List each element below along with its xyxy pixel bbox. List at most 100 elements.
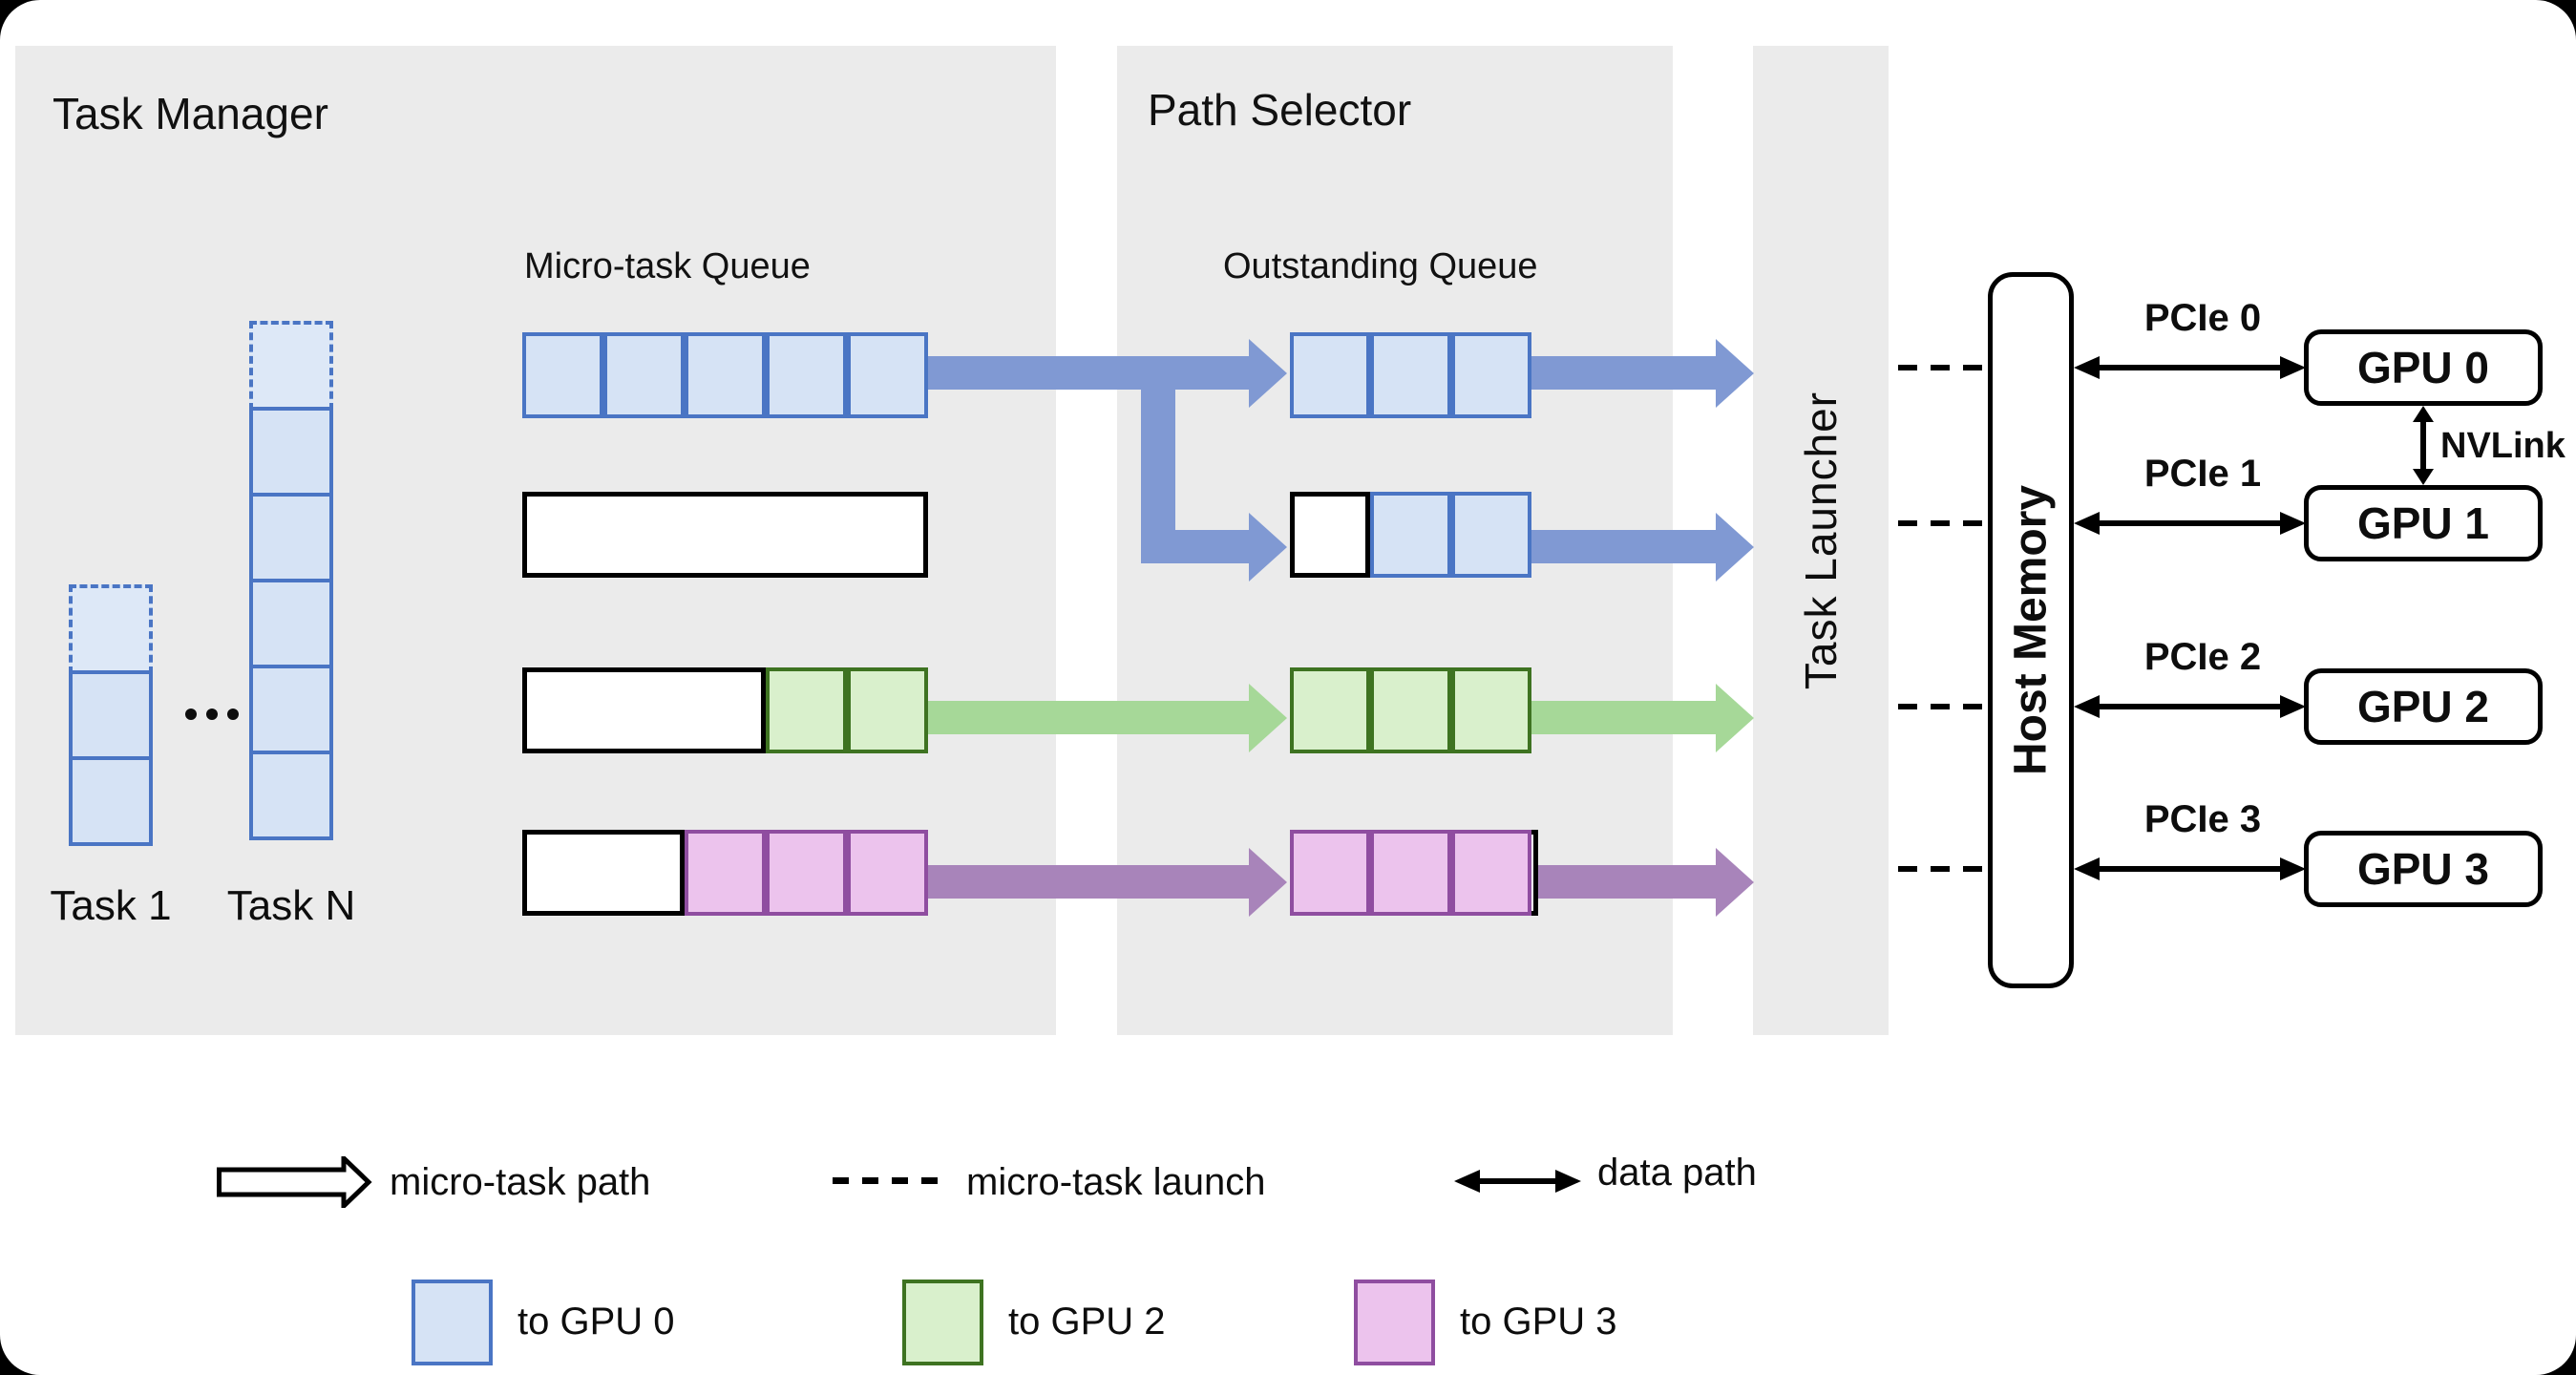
micro-task-cell-green [1370,667,1451,753]
micro-task-cell-blue [249,579,333,668]
task-launcher-label: Task Launcher [1796,391,1846,690]
empty-queue-slot [1290,492,1371,578]
gpu-2-box: GPU 2 [2304,668,2543,745]
pcie-1-arrowhead-right [2280,512,2306,535]
gpu-3-box: GPU 3 [2304,831,2543,907]
pcie-0-arrowhead-right [2280,356,2306,379]
micro-task-cell-blue [603,332,685,418]
micro-task-cell-pink [1370,830,1451,916]
micro-task-queue-row-2 [522,492,928,578]
micro-task-cell-blue [1450,332,1531,418]
micro-task-queue-label: Micro-task Queue [524,246,811,286]
launch-arrow-row4-band [1531,865,1716,899]
legend-green-square [902,1280,983,1365]
launch-arrow-row2-band [1531,530,1716,563]
micro-task-cell-blue [766,332,847,418]
micro-task-path-arrow-row4-head [1249,848,1287,917]
micro-task-cell-blue [249,493,333,582]
micro-task-cell-blue [249,407,333,497]
empty-queue-slot [522,667,766,753]
pending-micro-task-cell [69,584,153,674]
nvlink-label: NVLink [2440,426,2565,466]
outstanding-queue-row-1 [1290,332,1531,418]
launch-arrow-row3-band [1531,701,1716,734]
outstanding-queue-label: Outstanding Queue [1223,246,1538,286]
micro-task-queue-row-3 [522,667,928,753]
launch-dash-row3 [1898,704,1984,709]
task-1-label: Task 1 [50,882,172,929]
outstanding-queue-row-3 [1290,667,1531,753]
launch-arrow-row2-head [1716,513,1754,582]
micro-task-path-arrow-row1-band [928,356,1249,390]
pcie-0-label: PCIe 0 [2143,297,2262,339]
pcie-3-arrowhead-left [2074,857,2100,880]
micro-task-cell-blue [249,665,333,754]
outstanding-queue-row-4 [1290,830,1538,916]
micro-task-cell-blue [847,332,928,418]
legend-micro-task-launch-label: micro-task launch [966,1161,1266,1203]
launch-arrow-row1-head [1716,339,1754,408]
micro-task-cell-blue [1450,492,1531,578]
legend-blue-square [412,1280,493,1365]
micro-task-path-arrow-icon [217,1156,372,1208]
task-manager-title: Task Manager [53,89,328,138]
micro-task-launch-dash-icon [833,1177,949,1184]
micro-task-path-arrow-row3-head [1249,684,1287,752]
task-n-label: Task N [226,882,356,929]
data-path-line [1475,1178,1557,1184]
micro-task-cell-blue [1370,492,1451,578]
nvlink-line [2420,421,2426,471]
launch-arrow-row1-band [1531,356,1716,390]
pcie-2-arrowhead-left [2074,695,2100,718]
legend-to-gpu0-label: to GPU 0 [517,1301,675,1343]
launch-arrow-row3-head [1716,684,1754,752]
nvlink-arrowhead-bottom [2413,469,2434,485]
legend-micro-task-path-label: micro-task path [390,1161,651,1203]
legend-pink-square [1354,1280,1435,1365]
pcie-1-line [2099,520,2283,526]
pcie-3-line [2099,866,2283,872]
legend-to-gpu2-label: to GPU 2 [1008,1301,1166,1343]
micro-task-cell-pink [847,830,928,916]
pcie-1-arrowhead-left [2074,512,2100,535]
micro-task-cell-pink [766,830,847,916]
host-memory-label: Host Memory [2005,484,2057,776]
pcie-0-line [2099,365,2283,370]
micro-task-cell-blue [522,332,603,418]
legend-to-gpu3-label: to GPU 3 [1460,1301,1617,1343]
micro-task-cell-pink [1450,830,1531,916]
tasks-ellipsis-icon [185,709,239,720]
micro-task-queue-row-4 [522,830,928,916]
pcie-3-label: PCIe 3 [2143,798,2262,840]
task-1-column [69,584,153,846]
host-memory-box [1988,272,2074,988]
launch-dash-row4 [1898,866,1984,872]
gpu-0-box: GPU 0 [2304,329,2543,406]
empty-queue-slot [522,492,928,578]
pending-micro-task-cell [249,321,333,411]
legend-data-path-label: data path [1597,1152,1757,1194]
data-path-arrowhead-right [1555,1170,1581,1193]
launch-dash-row2 [1898,520,1984,526]
gpu-1-box: GPU 1 [2304,485,2543,561]
micro-task-cell-pink [685,830,766,916]
micro-task-cell-green [766,667,847,753]
pcie-3-arrowhead-right [2280,857,2306,880]
micro-task-cell-blue [249,751,333,840]
micro-task-cell-green [1450,667,1531,753]
empty-queue-slot [522,830,685,916]
micro-task-cell-blue [1290,332,1371,418]
task-n-column [249,321,333,840]
micro-task-cell-blue [69,756,153,846]
micro-task-cell-blue [685,332,766,418]
pcie-2-arrowhead-right [2280,695,2306,718]
nvlink-arrowhead-top [2413,406,2434,422]
path-selector-title: Path Selector [1148,85,1412,135]
micro-task-cell-blue [1370,332,1451,418]
launch-arrow-row4-head [1716,848,1754,917]
micro-task-cell-green [1290,667,1371,753]
micro-task-path-branch-head [1249,513,1287,582]
pcie-1-label: PCIe 1 [2143,453,2262,495]
micro-task-path-arrow-row1-head [1249,339,1287,408]
